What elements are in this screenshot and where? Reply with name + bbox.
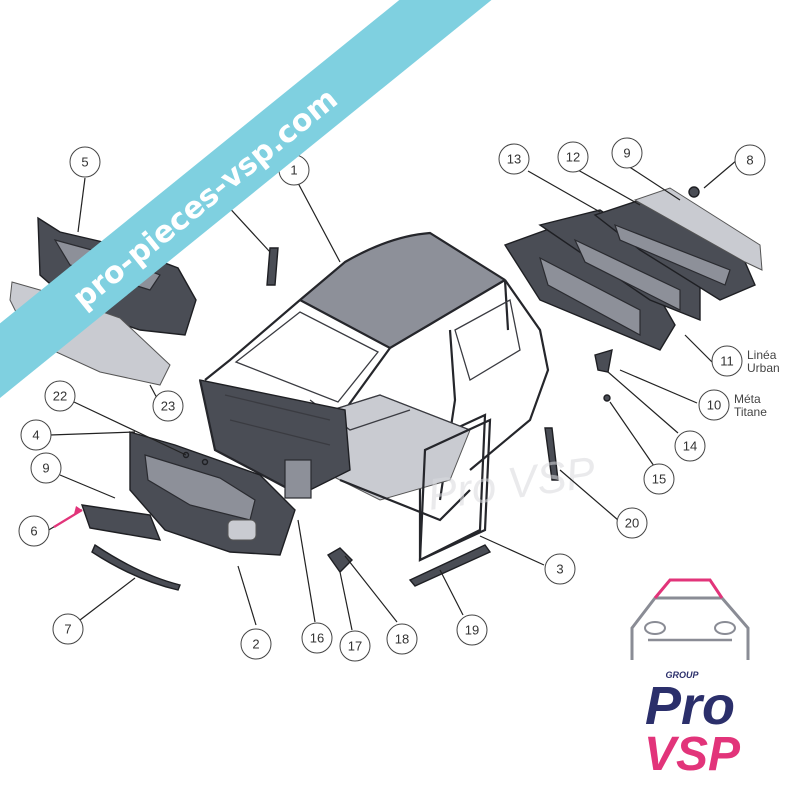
callout-c22: 22 xyxy=(44,380,76,412)
callout-circle xyxy=(386,623,418,655)
callout-number: 14 xyxy=(683,439,697,454)
callout-number: 17 xyxy=(348,639,362,654)
provsp-logo: GROUP Pro VSP xyxy=(630,578,750,781)
callout-number: 15 xyxy=(652,472,666,487)
callout-number: 9 xyxy=(623,146,630,161)
callout-circle xyxy=(152,390,184,422)
callout-circle xyxy=(240,628,272,660)
watermark-banner-band xyxy=(0,0,513,461)
callout-c15: 15 xyxy=(643,463,675,495)
callout-number: 1 xyxy=(290,163,297,178)
callout-number: 19 xyxy=(465,623,479,638)
callout-number: 22 xyxy=(53,389,67,404)
callout-circle xyxy=(44,380,76,412)
callout-circle xyxy=(20,419,52,451)
callout-c8: 8 xyxy=(734,144,766,176)
callout-c17: 17 xyxy=(339,630,371,662)
logo-line1: Pro xyxy=(645,676,735,736)
callout-circle xyxy=(498,143,530,175)
callout-c14: 14 xyxy=(674,430,706,462)
callout-c7: 7 xyxy=(52,613,84,645)
callout-c5: 5 xyxy=(69,146,101,178)
callout-c3: 3 xyxy=(544,553,576,585)
callout-number: 18 xyxy=(395,632,409,647)
callout-circle xyxy=(30,452,62,484)
callout-number: 13 xyxy=(507,152,521,167)
callout-circle xyxy=(698,389,730,421)
callout-circle xyxy=(18,515,50,547)
rear-panels-group xyxy=(503,186,763,481)
callout-variant-note: Méta xyxy=(734,392,761,406)
callout-c9a: 9 xyxy=(611,137,643,169)
callout-circle xyxy=(301,622,333,654)
callout-variant-note: Linéa xyxy=(747,348,777,362)
callout-number: 2 xyxy=(252,637,259,652)
callout-circle xyxy=(69,146,101,178)
callout-number: 4 xyxy=(32,428,39,443)
callout-c2: 2 xyxy=(240,628,272,660)
callout-number: 16 xyxy=(310,631,324,646)
callout-number: 10 xyxy=(707,398,721,413)
leader-lines xyxy=(46,159,738,631)
callout-c23: 23 xyxy=(152,390,184,422)
callout-circle xyxy=(611,137,643,169)
callout-number: 6 xyxy=(30,524,37,539)
callout-circle xyxy=(544,553,576,585)
callout-c6: 6 xyxy=(18,515,50,547)
callout-circle xyxy=(711,345,743,377)
logo-group-text: GROUP xyxy=(665,670,699,680)
callout-c13: 13 xyxy=(498,143,530,175)
callout-number: 20 xyxy=(625,516,639,531)
callout-circle xyxy=(456,614,488,646)
callout-circle xyxy=(643,463,675,495)
callout-circle xyxy=(616,507,648,539)
callout-number: 8 xyxy=(746,153,753,168)
callout-number: 3 xyxy=(556,562,563,577)
callout-number: 7 xyxy=(64,622,71,637)
callout-c20: 20 xyxy=(616,507,648,539)
callout-c16: 16 xyxy=(301,622,333,654)
callout-variant-note: Urban xyxy=(747,361,780,375)
callout-circle xyxy=(52,613,84,645)
callout-c18: 18 xyxy=(386,623,418,655)
callout-number: 11 xyxy=(720,354,734,369)
callout-c19: 19 xyxy=(456,614,488,646)
watermark-banner-text: pro-pieces-vsp.com xyxy=(66,81,344,316)
callout-number: 12 xyxy=(566,150,580,165)
callout-variant-note: Titane xyxy=(734,405,767,419)
logo-car-icon xyxy=(630,596,750,660)
callout-number: 5 xyxy=(81,155,88,170)
callout-circle xyxy=(557,141,589,173)
callout-number: 23 xyxy=(161,399,175,414)
car-body-frame xyxy=(198,231,550,562)
callout-circle xyxy=(339,630,371,662)
callout-c9b: 9 xyxy=(30,452,62,484)
callout-number: 9 xyxy=(42,461,49,476)
callout-circle xyxy=(734,144,766,176)
callout-c12: 12 xyxy=(557,141,589,173)
callout-circle xyxy=(674,430,706,462)
logo-line2: VSP xyxy=(644,728,741,781)
callout-c4: 4 xyxy=(20,419,52,451)
